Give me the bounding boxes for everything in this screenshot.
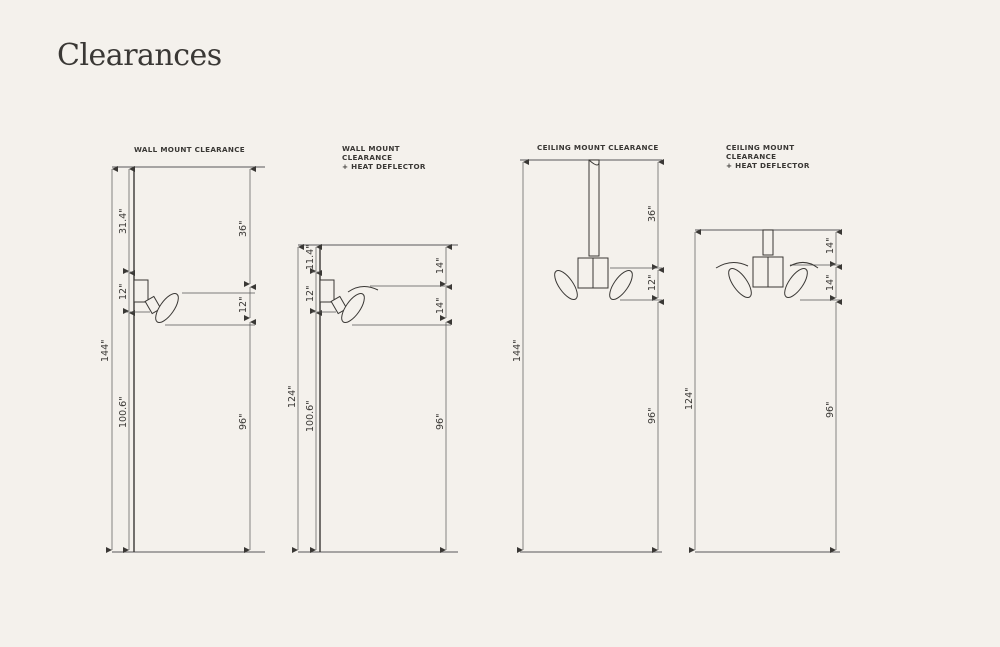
panel-caption: WALL MOUNT CLEARANCE — [134, 145, 245, 154]
dim-label: 100.6" — [118, 396, 129, 428]
heater-with-deflector-icon — [319, 279, 379, 323]
dim-label: 14" — [825, 238, 836, 254]
panel-caption: CLEARANCE — [342, 153, 392, 162]
dim-label: 12" — [305, 286, 316, 302]
dim-label: 12" — [118, 284, 129, 300]
dim-label: 11.4" — [305, 244, 316, 270]
dim-label: 100.6" — [305, 400, 316, 432]
ceiling-heater-with-deflector-icon — [715, 229, 819, 298]
ceiling-mount-clearance-diagram: CEILING MOUNT CLEARANCE 144" 36" 12" 96" — [512, 143, 664, 553]
page-title: Clearances — [57, 38, 222, 73]
dim-label: 36" — [647, 206, 658, 222]
dim-label: 96" — [435, 414, 446, 430]
total-height-label: 144" — [100, 339, 111, 362]
ceiling-heater-icon — [554, 159, 633, 300]
dim-label: 12" — [238, 297, 249, 313]
panel-caption: CEILING MOUNT CLEARANCE — [537, 143, 659, 152]
wall-mount-clearance-diagram: WALL MOUNT CLEARANCE 144" 31.4" 12" 100.… — [100, 145, 265, 553]
panel-caption: + HEAT DEFLECTOR — [342, 162, 426, 171]
panel-caption: + HEAT DEFLECTOR — [726, 161, 810, 170]
dim-label: 31.4" — [118, 208, 129, 234]
ceiling-mount-heat-deflector-diagram: CEILING MOUNT CLEARANCE + HEAT DEFLECTOR… — [684, 143, 842, 553]
dim-label: 96" — [647, 408, 658, 424]
panel-caption: WALL MOUNT — [342, 144, 400, 153]
dim-label: 14" — [435, 258, 446, 274]
total-height-label: 144" — [512, 339, 523, 362]
dim-label: 12" — [647, 275, 658, 291]
wall-mount-heat-deflector-diagram: WALL MOUNT CLEARANCE + HEAT DEFLECTOR 12… — [287, 144, 458, 553]
dim-label: 14" — [435, 298, 446, 314]
panel-caption: CEILING MOUNT — [726, 143, 794, 152]
total-height-label: 124" — [287, 385, 298, 408]
total-height-label: 124" — [684, 387, 695, 410]
dim-label: 96" — [825, 402, 836, 418]
dim-label: 36" — [238, 221, 249, 237]
heater-icon — [133, 279, 179, 323]
dim-label: 96" — [238, 414, 249, 430]
panel-caption: CLEARANCE — [726, 152, 776, 161]
dim-label: 14" — [825, 275, 836, 291]
